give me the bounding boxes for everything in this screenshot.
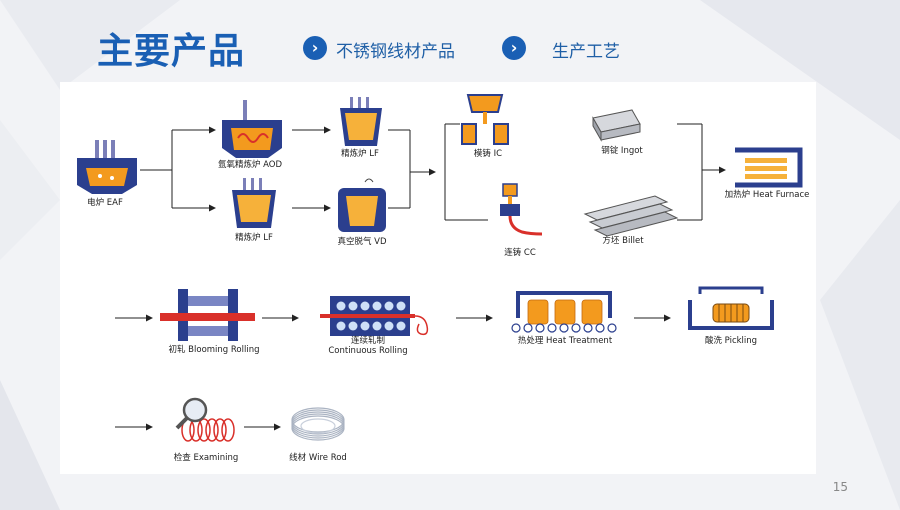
- continuous-casting-icon: [500, 183, 543, 236]
- step-label-pickling: 酸洗 Pickling: [705, 335, 757, 346]
- step-label-cc: 连铸 CC: [504, 247, 536, 258]
- step-label-eaf: 电炉 EAF: [87, 197, 123, 208]
- process-diagram-panel: 电炉 EAF 氩氧精炼炉 AOD 精炼炉 LF 精炼炉 LF 真空脱气 VD: [60, 82, 816, 474]
- step-label-ic: 模铸 IC: [474, 148, 502, 159]
- step-label-aod: 氩氧精炼炉 AOD: [218, 159, 283, 170]
- step-label-billet: 方坯 Billet: [602, 235, 644, 246]
- steel-billet-icon: [583, 195, 679, 237]
- chevron-right-icon: ›: [303, 36, 327, 60]
- heating-furnace-icon: [735, 147, 803, 188]
- breadcrumb-products: 不锈钢线材产品: [336, 42, 455, 62]
- step-label-examining: 检查 Examining: [174, 452, 239, 463]
- page-title: 主要产品: [97, 31, 246, 72]
- step-label-continuous-en: Continuous Rolling: [328, 346, 407, 356]
- breadcrumb-process: 生产工艺: [552, 42, 620, 62]
- heat-treatment-icon: [511, 291, 617, 333]
- pickling-tank-icon: [688, 286, 774, 330]
- step-label-wire-rod: 线材 Wire Rod: [289, 452, 347, 463]
- ladle-furnace-icon: [232, 178, 276, 228]
- step-label-blooming: 初轧 Blooming Rolling: [168, 344, 259, 355]
- flow-connectors: [115, 123, 726, 431]
- steel-ingot-icon: [592, 109, 641, 142]
- chevron-right-icon: ›: [502, 36, 526, 60]
- aod-converter-icon: [222, 100, 282, 158]
- step-label-heat-treatment: 热处理 Heat Treatment: [518, 335, 613, 346]
- continuous-rolling-icon: [320, 296, 429, 336]
- vacuum-degasser-icon: [338, 178, 386, 232]
- page-number: 15: [832, 480, 848, 494]
- eaf-furnace-icon: [77, 140, 137, 194]
- step-label-vd: 真空脱气 VD: [337, 236, 387, 247]
- ingot-casting-icon: [461, 94, 509, 145]
- step-label-lf-top: 精炼炉 LF: [341, 148, 379, 159]
- ladle-furnace-icon: [340, 97, 382, 146]
- process-flow-diagram: 电炉 EAF 氩氧精炼炉 AOD 精炼炉 LF 精炼炉 LF 真空脱气 VD: [77, 94, 810, 463]
- magnifier-coil-icon: [175, 397, 235, 442]
- step-label-lf-bottom: 精炼炉 LF: [235, 232, 273, 243]
- step-label-ingot: 钢锭 Ingot: [601, 145, 643, 156]
- wire-rod-coil-icon: [291, 407, 345, 441]
- step-label-furnace: 加热炉 Heat Furnace: [725, 189, 810, 200]
- blooming-mill-icon: [160, 289, 255, 341]
- step-label-continuous-cn: 连续轧制: [351, 335, 385, 346]
